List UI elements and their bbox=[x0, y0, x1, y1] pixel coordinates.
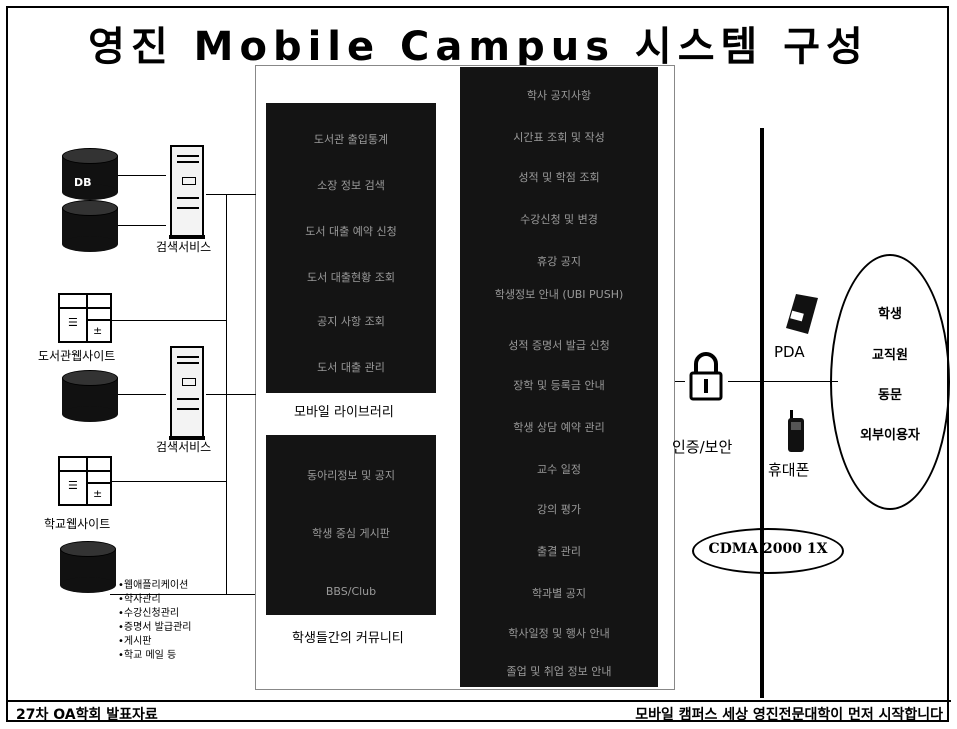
library-site-label: 도서관웹사이트 bbox=[38, 349, 116, 363]
footer-left-text: 27차 OA학회 발표자료 bbox=[16, 707, 158, 723]
app-list-item: •증명서 발급관리 bbox=[118, 622, 192, 633]
footer-right-text: 모바일 캠퍼스 세상 영진전문대학이 먼저 시작합니다 bbox=[635, 707, 943, 723]
service-item: 졸업 및 취업 정보 안내 bbox=[506, 665, 612, 678]
website-icon: ☰± bbox=[58, 456, 112, 506]
security-label: 인증/보안 bbox=[672, 438, 733, 456]
search-service-label: 검색서비스 bbox=[156, 240, 212, 254]
library-item: 소장 정보 검색 bbox=[317, 179, 385, 192]
user-type: 외부이용자 bbox=[860, 428, 920, 443]
database-icon bbox=[60, 541, 116, 593]
connector bbox=[206, 194, 256, 195]
server-icon bbox=[169, 346, 205, 440]
library-caption: 모바일 라이브러리 bbox=[294, 405, 394, 420]
connector bbox=[110, 594, 255, 595]
phone-label: 휴대폰 bbox=[768, 461, 810, 479]
page-title: 영진 Mobile Campus 시스템 구성 bbox=[88, 24, 869, 70]
library-item: 도서 대출현황 조회 bbox=[307, 271, 395, 284]
service-item: 시간표 조회 및 작성 bbox=[513, 131, 605, 144]
service-item: 성적 증명서 발급 신청 bbox=[508, 339, 610, 352]
service-item: 수강신청 및 변경 bbox=[520, 213, 598, 226]
service-item-line: 학생정보 안내 (UBI PUSH) bbox=[494, 288, 624, 301]
service-item: 성적 및 학점 조회 bbox=[518, 171, 600, 184]
connector bbox=[108, 481, 226, 482]
connector bbox=[206, 394, 256, 395]
service-item: 장학 및 등록금 안내 bbox=[513, 379, 605, 392]
pda-label: PDA bbox=[774, 343, 805, 361]
school-site-label: 학교웹사이트 bbox=[44, 517, 111, 531]
community-item: 학생 중심 게시판 bbox=[312, 527, 390, 540]
community-caption: 학생들간의 커뮤니티 bbox=[292, 631, 404, 646]
app-list-item: •학교 메일 등 bbox=[118, 650, 177, 661]
service-item: 강의 평가 bbox=[537, 503, 581, 516]
service-item: 학사일정 및 행사 안내 bbox=[508, 627, 610, 640]
connector bbox=[108, 320, 226, 321]
library-item: 도서관 출입통계 bbox=[313, 133, 389, 146]
user-type: 교직원 bbox=[872, 348, 908, 363]
service-item: 휴강 공지 bbox=[537, 255, 581, 268]
network-backbone bbox=[760, 128, 764, 698]
connector bbox=[118, 175, 166, 176]
library-item: 도서 대출 예약 신청 bbox=[305, 225, 397, 238]
service-item: 학과별 공지 bbox=[531, 587, 587, 600]
network-label: CDMA 2000 1X bbox=[708, 541, 828, 557]
app-list-item: •웹애플리케이션 bbox=[118, 580, 189, 591]
database-icon bbox=[62, 200, 118, 252]
mobile-phone-icon bbox=[786, 410, 806, 452]
service-item: 학사 공지사항 bbox=[526, 89, 592, 102]
student-services-block: 학사 공지사항 시간표 조회 및 작성 성적 및 학점 조회 수강신청 및 변경… bbox=[460, 67, 658, 687]
mobile-library-block: 도서관 출입통계 소장 정보 검색 도서 대출 예약 신청 도서 대출현황 조회… bbox=[266, 103, 436, 393]
database-icon bbox=[62, 148, 118, 200]
connector bbox=[118, 225, 166, 226]
library-item: 도서 대출 관리 bbox=[317, 361, 385, 374]
user-type: 동문 bbox=[878, 388, 902, 403]
website-icon: ☰± bbox=[58, 293, 112, 343]
service-item: 교수 일정 bbox=[537, 463, 581, 476]
library-item: 공지 사항 조회 bbox=[317, 315, 385, 328]
app-list-item: •수강신청관리 bbox=[118, 608, 180, 619]
connector bbox=[675, 381, 685, 382]
app-list-item: •학사관리 bbox=[118, 594, 161, 605]
db-label: DB bbox=[74, 176, 92, 189]
connector bbox=[118, 394, 166, 395]
community-item: BBS/Club bbox=[325, 585, 377, 598]
users-ellipse bbox=[830, 254, 950, 510]
lock-icon bbox=[688, 351, 724, 401]
connector bbox=[728, 381, 838, 382]
server-icon bbox=[169, 145, 205, 239]
network-ellipse bbox=[692, 528, 844, 574]
service-item: 학생 상담 예약 관리 bbox=[513, 421, 605, 434]
service-item: 출결 관리 bbox=[537, 545, 581, 558]
database-icon bbox=[62, 370, 118, 422]
service-item: 학생정보 안내 (UBI PUSH) bbox=[460, 287, 658, 302]
search-service-label: 검색서비스 bbox=[156, 440, 212, 454]
community-block: 동아리정보 및 공지 학생 중심 게시판 BBS/Club bbox=[266, 435, 436, 615]
community-item: 동아리정보 및 공지 bbox=[307, 469, 395, 482]
user-type: 학생 bbox=[878, 307, 902, 322]
footer-divider bbox=[6, 700, 951, 702]
app-list-item: •게시판 bbox=[118, 636, 152, 647]
pda-icon bbox=[782, 290, 822, 338]
